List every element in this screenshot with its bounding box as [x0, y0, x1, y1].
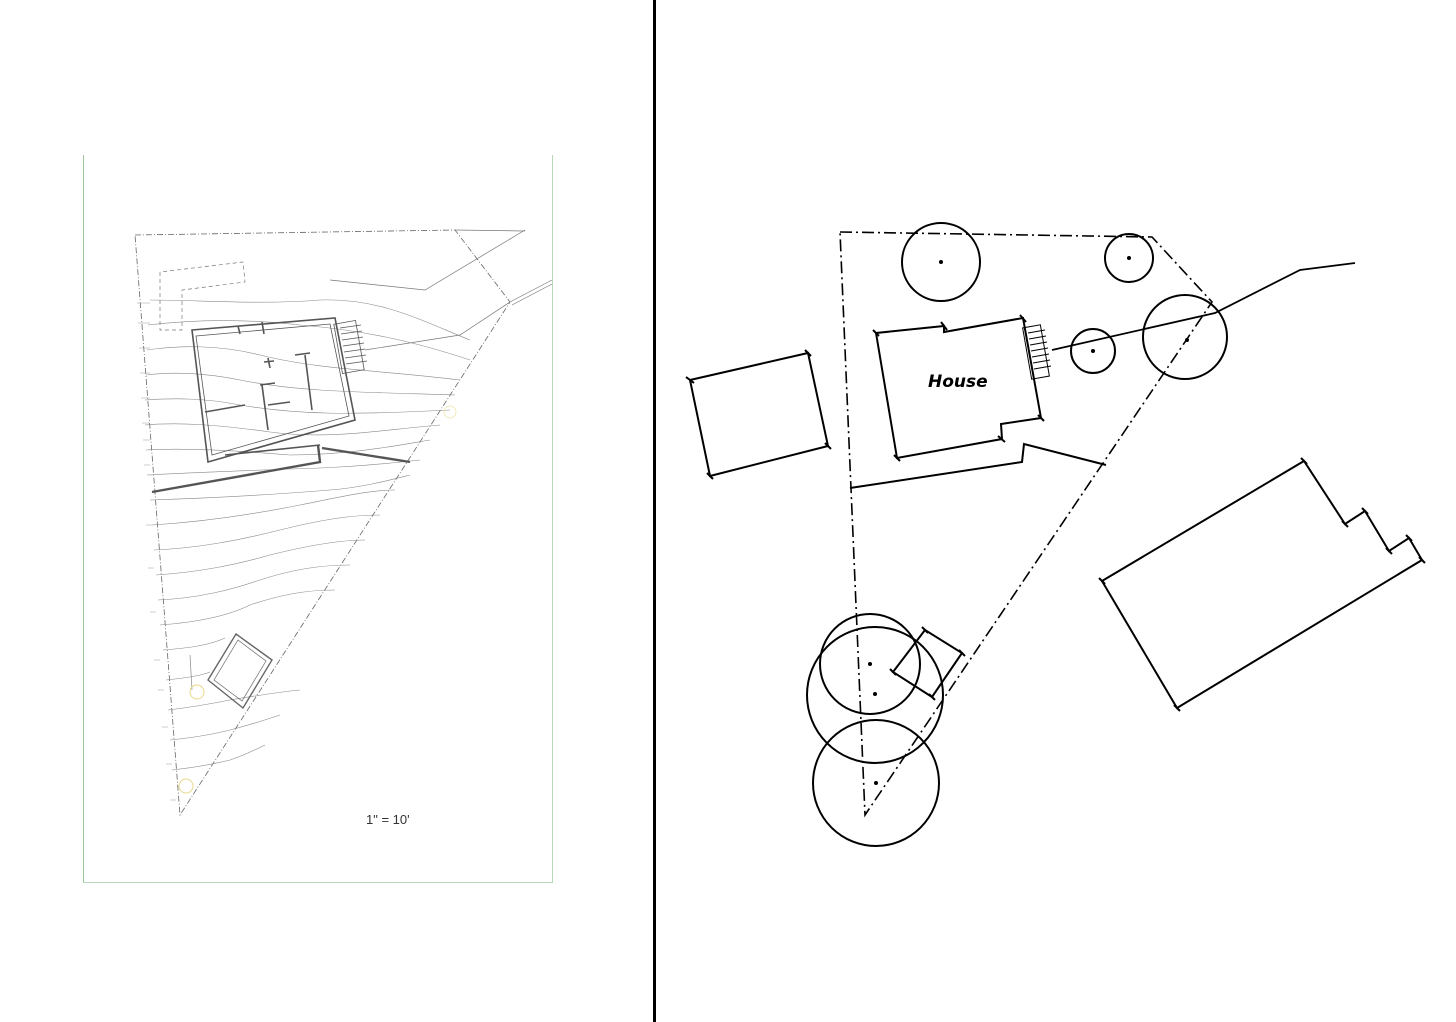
tree-circle — [806, 626, 944, 764]
road-edge — [329, 229, 526, 291]
scale-label: 1" = 10' — [366, 812, 410, 827]
shed-footprint — [207, 632, 273, 710]
house-label: House — [928, 372, 988, 392]
contour-lines — [144, 299, 471, 771]
tree-circle — [1142, 294, 1228, 380]
road-line-sketch — [1051, 262, 1356, 351]
road-edge — [509, 279, 553, 303]
wall-line-sketch — [849, 442, 1107, 489]
road-line — [454, 229, 526, 232]
stairs — [333, 320, 368, 374]
shed-sketch — [889, 626, 966, 701]
dashed-outline — [159, 261, 246, 331]
tree-centers — [868, 256, 1189, 785]
house-footprint — [191, 317, 356, 464]
neighbor-building-east — [1098, 457, 1426, 712]
tree-circle — [1104, 233, 1154, 283]
house-sketch — [872, 314, 1045, 462]
stairs-sketch — [1022, 324, 1052, 380]
tree-marker — [178, 778, 194, 794]
panel-divider — [653, 0, 656, 1022]
shed-wall — [189, 654, 193, 691]
tree-circle — [812, 719, 940, 847]
tree-marker — [189, 684, 205, 700]
tree-circles — [806, 222, 1228, 847]
retaining-wall — [151, 444, 411, 494]
elevation-ticks — [137, 302, 176, 801]
road-edge — [511, 283, 553, 306]
survey-plan-panel: 1" = 10' — [0, 0, 653, 1022]
survey-plan-drawing — [134, 229, 553, 817]
tree-circle — [1070, 328, 1116, 374]
tree-circle — [901, 222, 981, 302]
neighbor-building-west — [685, 349, 832, 480]
tree-circle — [819, 613, 921, 715]
top-of-wall-line — [364, 301, 511, 351]
tree-marker — [443, 405, 457, 419]
property-boundary-sketch — [839, 231, 1214, 818]
survey-sheet-border — [83, 155, 553, 883]
